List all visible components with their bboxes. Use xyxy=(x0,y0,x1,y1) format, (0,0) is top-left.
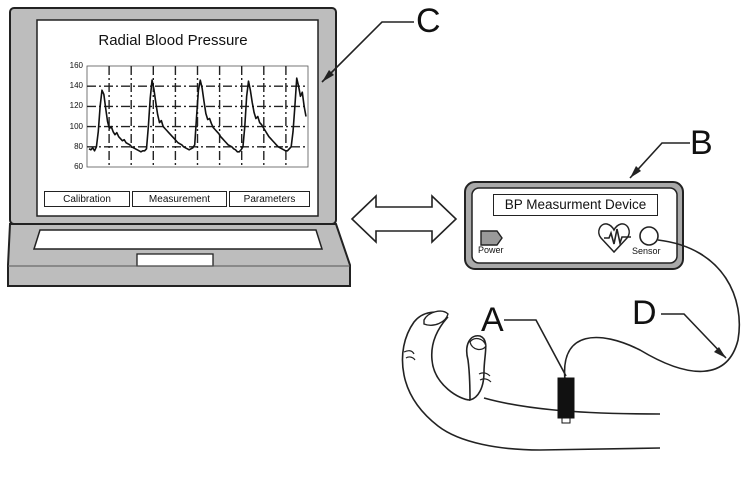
y-tick-label: 120 xyxy=(69,101,83,111)
sensor-port[interactable] xyxy=(639,226,659,246)
laptop-trackpad[interactable] xyxy=(136,253,214,267)
chart-title: Radial Blood Pressure xyxy=(98,32,248,49)
y-tick-label: 160 xyxy=(69,61,83,70)
y-tick-label: 60 xyxy=(74,162,83,171)
wrist-sensor xyxy=(557,377,575,419)
sensor-cable xyxy=(563,239,741,381)
callout-b: B xyxy=(690,124,713,162)
power-label: Power xyxy=(478,245,504,255)
laptop-keyboard xyxy=(32,229,324,250)
leader-line-c xyxy=(321,21,414,83)
sensor-label: Sensor xyxy=(632,246,661,256)
callout-c: C xyxy=(416,2,441,40)
y-tick-label: 140 xyxy=(69,81,83,91)
laptop xyxy=(7,7,351,287)
parameters-button[interactable]: Parameters xyxy=(229,191,310,207)
leader-line-b xyxy=(629,142,690,179)
y-tick-label: 100 xyxy=(69,121,83,131)
bidirectional-arrow-icon xyxy=(350,194,458,244)
measurement-button[interactable]: Measurement xyxy=(132,191,227,207)
series-line-0 xyxy=(88,77,307,153)
wrist-sensor-tip xyxy=(561,417,571,424)
hand-illustration xyxy=(401,310,661,451)
leader-line-a xyxy=(504,319,567,377)
calibration-button[interactable]: Calibration xyxy=(44,191,130,207)
callout-a: A xyxy=(481,301,504,339)
leader-line-d xyxy=(661,313,727,359)
device-display: BP Measurment Device xyxy=(493,194,658,216)
y-tick-label: 80 xyxy=(74,141,83,151)
leader-arrowhead-c xyxy=(322,70,334,82)
heart-pulse-icon xyxy=(598,223,631,254)
power-button[interactable] xyxy=(480,230,503,246)
leader-arrowhead-b xyxy=(630,166,641,178)
callout-d: D xyxy=(632,294,657,332)
leader-arrowhead-d xyxy=(714,347,726,358)
